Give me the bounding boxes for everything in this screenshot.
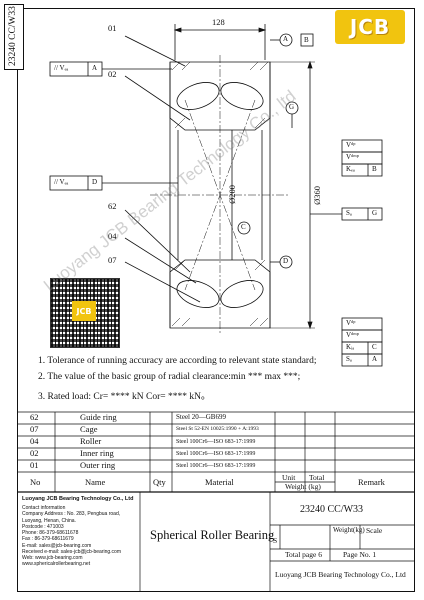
part-row-material: Steel 20—GB699 bbox=[176, 413, 226, 421]
part-row-no: 07 bbox=[30, 424, 39, 434]
note-2: 2. The value of the basic group of radia… bbox=[38, 372, 301, 382]
callout-07: 07 bbox=[108, 255, 117, 265]
company-info-line: Web: www.jcb-bearing.com bbox=[22, 555, 83, 561]
part-row-name: Guide ring bbox=[80, 412, 117, 422]
company-info-line: Postcode : 471003 bbox=[22, 523, 64, 530]
company-info-line: Contact information bbox=[22, 505, 66, 511]
header-name: Name bbox=[85, 477, 106, 487]
part-row-no: 62 bbox=[30, 412, 39, 422]
tol-rb-4: Sₐ bbox=[346, 355, 352, 363]
company-info-line: Luoyang, Henan, China. bbox=[22, 517, 76, 524]
datum-A: A bbox=[283, 35, 289, 43]
width-dimension: 128 bbox=[212, 17, 225, 27]
qr-logo-text: JCB bbox=[76, 306, 92, 316]
tol-rb-1: Vᵈᵖ bbox=[346, 319, 356, 327]
company-info-line: Company Address : No. 283, Pengbua road, bbox=[22, 511, 121, 518]
title-block-company: Luoyang JCB Bearing Technology Co., Ltd bbox=[275, 570, 406, 579]
tol-rb-2: Vᵈᵐᵖ bbox=[346, 331, 359, 339]
roller-bottom-left bbox=[176, 280, 220, 308]
tol-left-2-symbol: // Vₑₐ bbox=[54, 178, 69, 186]
page-number: Page No. 1 bbox=[343, 550, 377, 559]
weight-label: Weight(kg) bbox=[333, 526, 365, 534]
company-info-name: Luoyang JCB Bearing Technology Co., Ltd bbox=[22, 496, 134, 502]
product-name: Spherical Roller Bearing bbox=[150, 528, 275, 542]
part-row-material: Steel 100Cr6—ISO 683-17:1999 bbox=[176, 439, 256, 445]
company-info-line: Fax : 86-379-68611679 bbox=[22, 536, 74, 543]
part-row-no: 04 bbox=[30, 436, 39, 446]
company-info-line: Phone: 86-379-68611678 bbox=[22, 530, 79, 536]
header-unit: Unit bbox=[282, 473, 296, 482]
tol-rb-3: Kᵢₐ bbox=[346, 343, 355, 351]
datum-B: B bbox=[304, 36, 309, 44]
part-row-name: Roller bbox=[80, 436, 102, 446]
part-row-name: Outer ring bbox=[80, 460, 116, 470]
tol-rt-2: Vᵈᵐᵖ bbox=[346, 153, 359, 161]
tol-rt-1: Vᵈᵖ bbox=[346, 141, 356, 149]
callout-01: 01 bbox=[108, 23, 117, 33]
datum-C: C bbox=[241, 223, 246, 231]
tol-left-2-ref: D bbox=[92, 178, 98, 186]
part-row-no: 02 bbox=[30, 448, 39, 458]
part-row-name: Inner ring bbox=[80, 448, 114, 458]
tol-left-1-symbol: // Vₑₐ bbox=[54, 64, 69, 72]
part-row-no: 01 bbox=[30, 460, 39, 470]
company-info-lines: Contact information Company Address : No… bbox=[22, 505, 137, 568]
scale-label: Scale bbox=[366, 526, 383, 535]
s-label: S bbox=[273, 536, 278, 545]
datum-G: G bbox=[289, 103, 295, 111]
header-material: Material bbox=[205, 477, 234, 487]
datum-D: D bbox=[283, 257, 289, 265]
tol-rt-3-ref: B bbox=[372, 165, 377, 173]
callout-62: 62 bbox=[108, 201, 117, 211]
tol-rb-3-ref: C bbox=[372, 343, 377, 351]
roller-top-right bbox=[220, 82, 264, 110]
drawing-frame bbox=[17, 8, 415, 592]
roller-top-left bbox=[176, 82, 220, 110]
roller-bottom-right bbox=[220, 280, 264, 308]
tol-left-1-ref: A bbox=[92, 64, 98, 72]
tol-rb-4-ref: A bbox=[372, 355, 378, 363]
tol-rt-4: Sₐ bbox=[346, 209, 352, 217]
part-row-material: Steel 100Cr6—ISO 683-17:1999 bbox=[176, 451, 256, 457]
company-info-line: www.sphericalrollerbearing.net bbox=[22, 561, 91, 568]
logo-text: JCB bbox=[349, 15, 391, 39]
part-row-material: Steel St 52-EN 10025:1990 + A:1993 bbox=[176, 426, 259, 432]
qr-logo: JCB bbox=[72, 301, 96, 321]
header-remark: Remark bbox=[358, 477, 385, 487]
company-info-line: Received e-mail: sales-jcb@jcb-bearing.c… bbox=[22, 548, 122, 555]
callout-04: 04 bbox=[108, 231, 117, 241]
header-weight: Weight (kg) bbox=[285, 482, 321, 491]
callout-02: 02 bbox=[108, 69, 117, 79]
part-row-name: Cage bbox=[80, 424, 98, 434]
tol-rt-3: Kₑₐ bbox=[346, 165, 355, 173]
header-qty: Qty bbox=[153, 477, 166, 487]
note-1: 1. Tolerance of running accuracy are acc… bbox=[38, 356, 317, 366]
header-no: No bbox=[30, 477, 41, 487]
drawing-number-box bbox=[4, 4, 24, 70]
total-pages: Total page 6 bbox=[285, 550, 322, 559]
company-info-line: E-mail: sales@jcb-bearing.com bbox=[22, 542, 92, 549]
jcb-logo: JCB bbox=[335, 10, 405, 44]
part-row-material: Steel 100Cr6—ISO 683-17:1999 bbox=[176, 463, 256, 469]
model-number: 23240 CC/W33 bbox=[300, 504, 364, 515]
header-total: Total bbox=[309, 473, 325, 482]
note-3: 3. Rated load: Cr= **** kN Cor= **** kN。 bbox=[38, 392, 211, 402]
tol-rt-4-ref: G bbox=[372, 209, 378, 217]
